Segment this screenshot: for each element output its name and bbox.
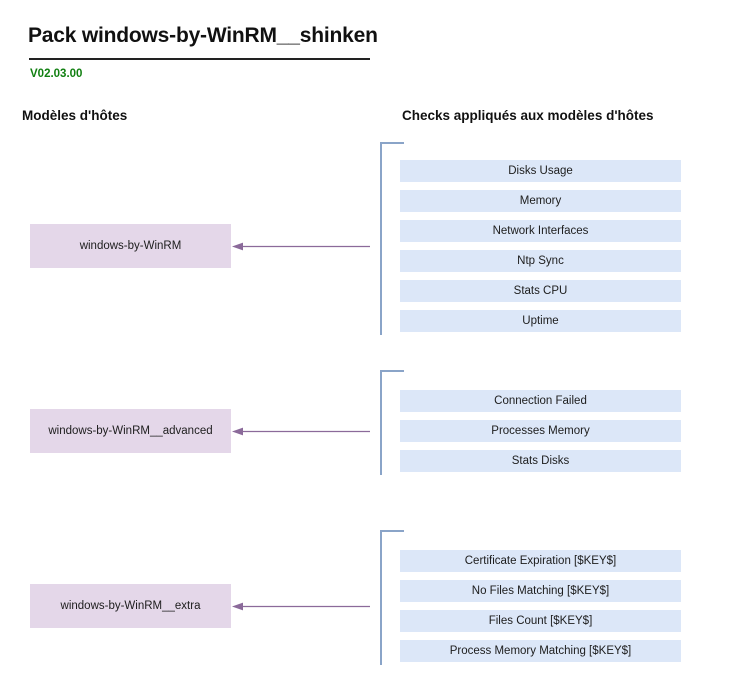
group-connector-spine: [380, 530, 382, 665]
check-box[interactable]: No Files Matching [$KEY$]: [400, 580, 681, 602]
link-arrow-icon: [232, 602, 370, 611]
link-arrow-icon: [232, 427, 370, 436]
check-box[interactable]: Process Memory Matching [$KEY$]: [400, 640, 681, 662]
group-connector-stub: [380, 370, 404, 372]
column-header-checks: Checks appliqués aux modèles d'hôtes: [402, 108, 654, 123]
pack-version-label: V02.03.00: [30, 68, 83, 80]
group-connector-stub: [380, 142, 404, 144]
page-title: Pack windows-by-WinRM__shinken: [28, 24, 378, 47]
group-connector-spine: [380, 370, 382, 475]
check-box[interactable]: Stats CPU: [400, 280, 681, 302]
check-box[interactable]: Disks Usage: [400, 160, 681, 182]
check-box[interactable]: Connection Failed: [400, 390, 681, 412]
host-template-box[interactable]: windows-by-WinRM__advanced: [30, 409, 231, 453]
group-connector-spine: [380, 142, 382, 335]
column-header-host-templates: Modèles d'hôtes: [22, 108, 128, 123]
check-box[interactable]: Stats Disks: [400, 450, 681, 472]
check-box[interactable]: Ntp Sync: [400, 250, 681, 272]
check-box[interactable]: Files Count [$KEY$]: [400, 610, 681, 632]
group-connector-stub: [380, 530, 404, 532]
check-box[interactable]: Processes Memory: [400, 420, 681, 442]
link-arrow-icon: [232, 242, 370, 251]
host-template-box[interactable]: windows-by-WinRM: [30, 224, 231, 268]
check-box[interactable]: Certificate Expiration [$KEY$]: [400, 550, 681, 572]
check-box[interactable]: Memory: [400, 190, 681, 212]
check-box[interactable]: Uptime: [400, 310, 681, 332]
title-divider: [29, 58, 370, 60]
check-box[interactable]: Network Interfaces: [400, 220, 681, 242]
host-template-box[interactable]: windows-by-WinRM__extra: [30, 584, 231, 628]
